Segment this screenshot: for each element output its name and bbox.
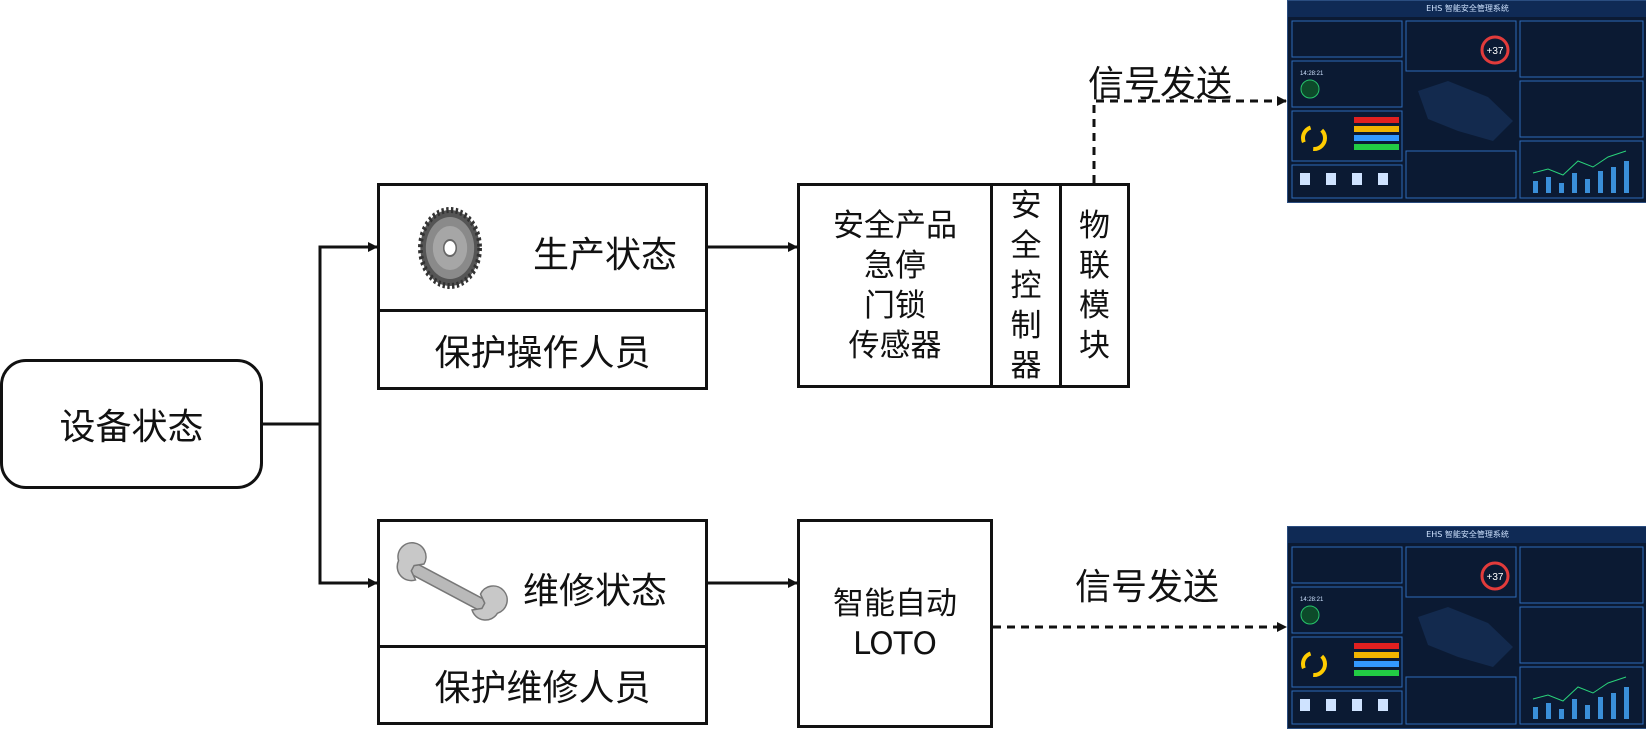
smart-loto-line-1: 智能自动 bbox=[833, 584, 957, 624]
dashboard-time: 14:28:21 bbox=[1300, 71, 1324, 77]
safety-products-line-2: 急停 bbox=[833, 246, 957, 286]
dashboard-badge: +37 bbox=[1487, 46, 1504, 57]
iot-module-node: 物联模块 bbox=[1059, 183, 1130, 388]
production-state-node: 生产状态 bbox=[377, 183, 708, 312]
safety-controller-label: 安全控制器 bbox=[1011, 186, 1042, 386]
dashboard-graphics: +37 14:28:21 bbox=[1288, 1, 1646, 202]
protect-operators-label: 保护操作人员 bbox=[434, 324, 650, 376]
signal-top-label: 信号发送 bbox=[1088, 55, 1232, 107]
maintenance-state-label: 维修状态 bbox=[523, 562, 667, 614]
safety-controller-node: 安全控制器 bbox=[990, 183, 1062, 388]
protect-operators-node: 保护操作人员 bbox=[377, 309, 708, 390]
production-state-label: 生产状态 bbox=[533, 226, 677, 278]
safety-products-line-1: 安全产品 bbox=[833, 206, 957, 246]
dashboard-graphics-2: +37 14:28:21 bbox=[1288, 527, 1646, 728]
dashboard-time-2: 14:28:21 bbox=[1300, 597, 1324, 603]
equipment-state-label: 设备状态 bbox=[59, 398, 203, 450]
wrench-icon bbox=[388, 542, 508, 632]
gear-icon bbox=[410, 203, 486, 293]
maintenance-state-node: 维修状态 bbox=[377, 519, 708, 648]
safety-products-line-3: 门锁 bbox=[833, 286, 957, 326]
edge-to-maintenance bbox=[320, 424, 377, 583]
iot-module-label: 物联模块 bbox=[1079, 206, 1110, 366]
smart-loto-node: 智能自动 LOTO bbox=[797, 519, 993, 728]
signal-bottom-label: 信号发送 bbox=[1075, 558, 1219, 610]
dashboard-badge-2: +37 bbox=[1487, 572, 1504, 583]
safety-products-node: 安全产品 急停 门锁 传感器 bbox=[797, 183, 993, 388]
dashboard-screenshot-bottom: EHS 智能安全管理系统 +37 14:28:21 bbox=[1287, 526, 1646, 729]
protect-maintenance-node: 保护维修人员 bbox=[377, 645, 708, 725]
protect-maintenance-label: 保护维修人员 bbox=[434, 659, 650, 711]
equipment-state-node: 设备状态 bbox=[0, 359, 263, 489]
safety-products-line-4: 传感器 bbox=[833, 326, 957, 366]
edge-to-production bbox=[320, 247, 377, 424]
dashboard-screenshot-top: EHS 智能安全管理系统 +37 14:28:21 bbox=[1287, 0, 1646, 203]
smart-loto-line-2: LOTO bbox=[833, 624, 957, 664]
edge-signal-top bbox=[1094, 101, 1286, 183]
